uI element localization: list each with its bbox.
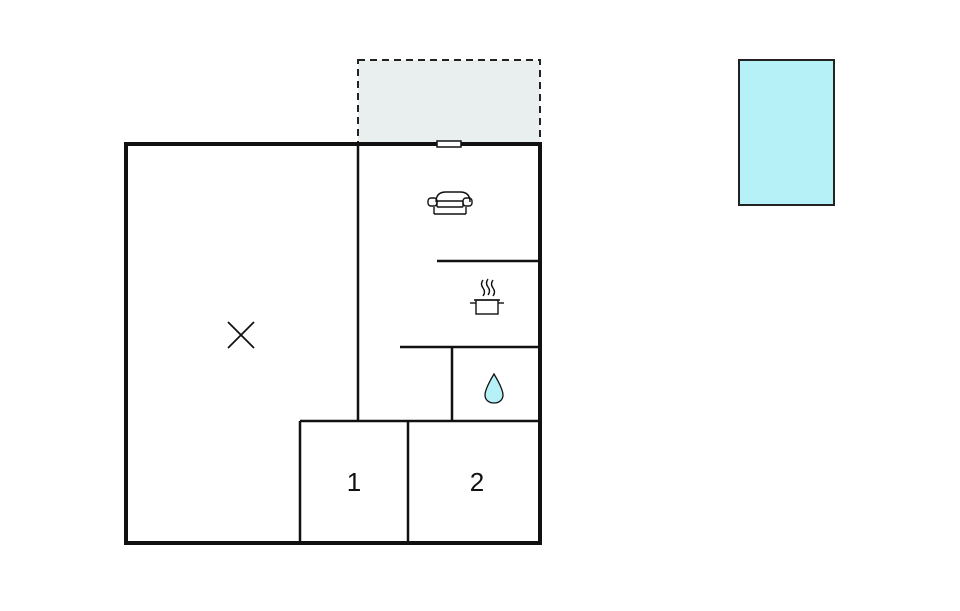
window	[436, 140, 462, 148]
cross-mark-icon	[227, 321, 255, 349]
outer-wall	[124, 142, 542, 545]
pool	[738, 59, 835, 206]
terrace	[357, 59, 541, 145]
armchair-icon	[427, 191, 473, 215]
water-drop-icon	[484, 372, 504, 404]
room-label-1: 1	[347, 467, 361, 497]
interior-walls	[298, 144, 540, 543]
cooking-pot-icon	[470, 278, 504, 315]
room-label-2: 2	[470, 467, 484, 497]
